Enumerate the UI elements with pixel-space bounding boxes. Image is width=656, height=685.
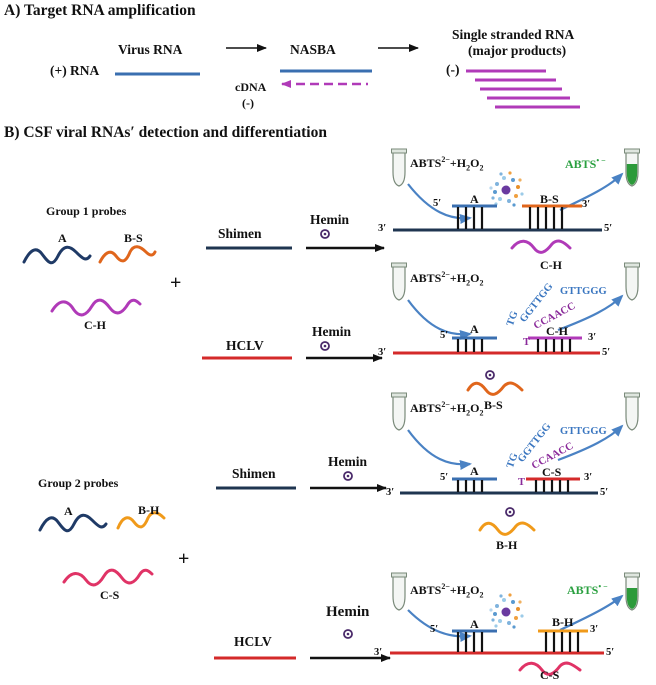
five-prime-2b: 5′ bbox=[602, 347, 611, 358]
hemin-icon-1 bbox=[320, 229, 330, 239]
virus-rna-label: Virus RNA bbox=[118, 42, 183, 57]
gquad-icon-1 bbox=[489, 171, 524, 207]
probe-a-bound-4: A bbox=[470, 617, 479, 631]
five-prime-3b: 5′ bbox=[600, 487, 609, 498]
tube-green-icon-1b bbox=[623, 148, 641, 187]
probe-bh-label-g2: B-H bbox=[138, 503, 160, 517]
hclv-label-2: HCLV bbox=[234, 634, 272, 649]
tube-icon-3a bbox=[390, 392, 408, 431]
probe-a-squiggle-g2 bbox=[38, 513, 108, 533]
tube-icon-4a bbox=[390, 572, 408, 611]
probe-bh-squiggle bbox=[116, 511, 166, 530]
ssrna-title-line1: Single stranded RNA bbox=[452, 27, 575, 42]
cdna-sign-label: (-) bbox=[242, 96, 254, 110]
three-prime-3b: 3′ bbox=[386, 487, 395, 498]
t-letter-3: T bbox=[518, 477, 526, 488]
plus-rna-label: (+) RNA bbox=[50, 63, 100, 78]
probe-bs-bound-1: B-S bbox=[540, 192, 559, 206]
ssrna-title-line2: (major products) bbox=[468, 43, 567, 58]
five-prime-4a: 5′ bbox=[430, 624, 439, 635]
t-letter-2: T bbox=[523, 337, 531, 348]
three-prime-2a: 3′ bbox=[588, 332, 597, 343]
hemin-icon-2 bbox=[320, 341, 330, 351]
hemin-icon-3 bbox=[343, 471, 353, 481]
probe-a-label-g1: A bbox=[58, 231, 67, 245]
gquad-icon-2 bbox=[489, 593, 524, 629]
plus-sign-1: + bbox=[170, 272, 182, 294]
probe-cs-free-4: C-S bbox=[540, 668, 560, 682]
seq-gttggg-2: GTTGGG bbox=[560, 286, 607, 297]
panel-4-complex bbox=[390, 572, 641, 676]
shimen-label-2: Shimen bbox=[232, 466, 276, 481]
probe-a-label-g2: A bbox=[64, 504, 73, 518]
three-prime-3a: 3′ bbox=[584, 472, 593, 483]
abts-radical-4: ABTS• − bbox=[567, 582, 608, 597]
tube-icon-3b bbox=[623, 392, 641, 431]
hemin-icon-free-2 bbox=[505, 507, 515, 517]
five-prime-2a: 5′ bbox=[440, 330, 449, 341]
probe-ch-free-1: C-H bbox=[540, 258, 562, 272]
hemin-icon-4 bbox=[343, 629, 353, 639]
cdna-label: cDNA bbox=[235, 80, 267, 94]
three-prime-4b: 3′ bbox=[374, 647, 383, 658]
probe-bs-label-g1: B-S bbox=[124, 231, 143, 245]
probe-a-squiggle-g1 bbox=[22, 245, 92, 265]
probe-ch-bound-2: C-H bbox=[546, 324, 568, 338]
panel-1-complex bbox=[390, 148, 641, 254]
probe-cs-squiggle bbox=[62, 568, 154, 587]
plus-sign-2: + bbox=[178, 548, 190, 570]
three-prime-1a: 3′ bbox=[582, 199, 591, 210]
abts-radical-1: ABTS• − bbox=[565, 156, 606, 171]
nasba-label: NASBA bbox=[290, 42, 336, 57]
tube-icon-1a bbox=[390, 148, 408, 187]
probe-bh-free-3: B-H bbox=[496, 538, 518, 552]
abts-formula-2: ABTS2−+H2O2 bbox=[410, 270, 484, 288]
ssrna-products bbox=[466, 69, 580, 109]
shimen-label-1: Shimen bbox=[218, 226, 262, 241]
three-prime-4a: 3′ bbox=[590, 624, 599, 635]
abts-formula-1: ABTS2−+H2O2 bbox=[410, 155, 484, 173]
probe-bh-bound-4: B-H bbox=[552, 615, 574, 629]
hemin-label-4: Hemin bbox=[326, 604, 370, 620]
abts-formula-4: ABTS2−+H2O2 bbox=[410, 582, 484, 600]
probe-a-bound-3: A bbox=[470, 464, 479, 478]
hemin-label-2: Hemin bbox=[312, 324, 351, 339]
group2-label: Group 2 probes bbox=[38, 476, 119, 490]
section-a-title: A) Target RNA amplification bbox=[4, 2, 196, 19]
minus-sign-label: (-) bbox=[446, 62, 460, 77]
section-b-title: B) CSF viral RNAs′ detection and differe… bbox=[4, 124, 327, 141]
five-prime-1b: 5′ bbox=[604, 223, 613, 234]
probe-bs-squiggle bbox=[98, 245, 157, 264]
three-prime-2b: 3′ bbox=[378, 347, 387, 358]
tube-green-icon-4b bbox=[623, 572, 641, 611]
hemin-icon-free-1 bbox=[485, 370, 495, 380]
panel-3-complex bbox=[390, 392, 641, 536]
probe-ch-squiggle bbox=[50, 298, 142, 317]
five-prime-1a: 5′ bbox=[433, 198, 442, 209]
five-prime-3a: 5′ bbox=[440, 472, 449, 483]
probe-a-bound-1: A bbox=[470, 192, 479, 206]
probe-cs-label-g2: C-S bbox=[100, 588, 120, 602]
hclv-label-1: HCLV bbox=[226, 338, 264, 353]
panel-2-complex bbox=[390, 262, 641, 396]
hemin-label-3: Hemin bbox=[328, 454, 367, 469]
group1-label: Group 1 probes bbox=[46, 204, 127, 218]
probe-cs-bound-3: C-S bbox=[542, 465, 562, 479]
abts-formula-3: ABTS2−+H2O2 bbox=[410, 400, 484, 418]
tube-icon-2b bbox=[623, 262, 641, 301]
hemin-label-1: Hemin bbox=[310, 212, 349, 227]
three-prime-1b: 3′ bbox=[378, 223, 387, 234]
seq-gttggg-3: GTTGGG bbox=[560, 426, 607, 437]
five-prime-4b: 5′ bbox=[606, 647, 615, 658]
probe-bs-free-2: B-S bbox=[484, 398, 503, 412]
probe-ch-label-g1: C-H bbox=[84, 318, 106, 332]
probe-a-bound-2: A bbox=[470, 322, 479, 336]
tube-icon-2a bbox=[390, 262, 408, 301]
